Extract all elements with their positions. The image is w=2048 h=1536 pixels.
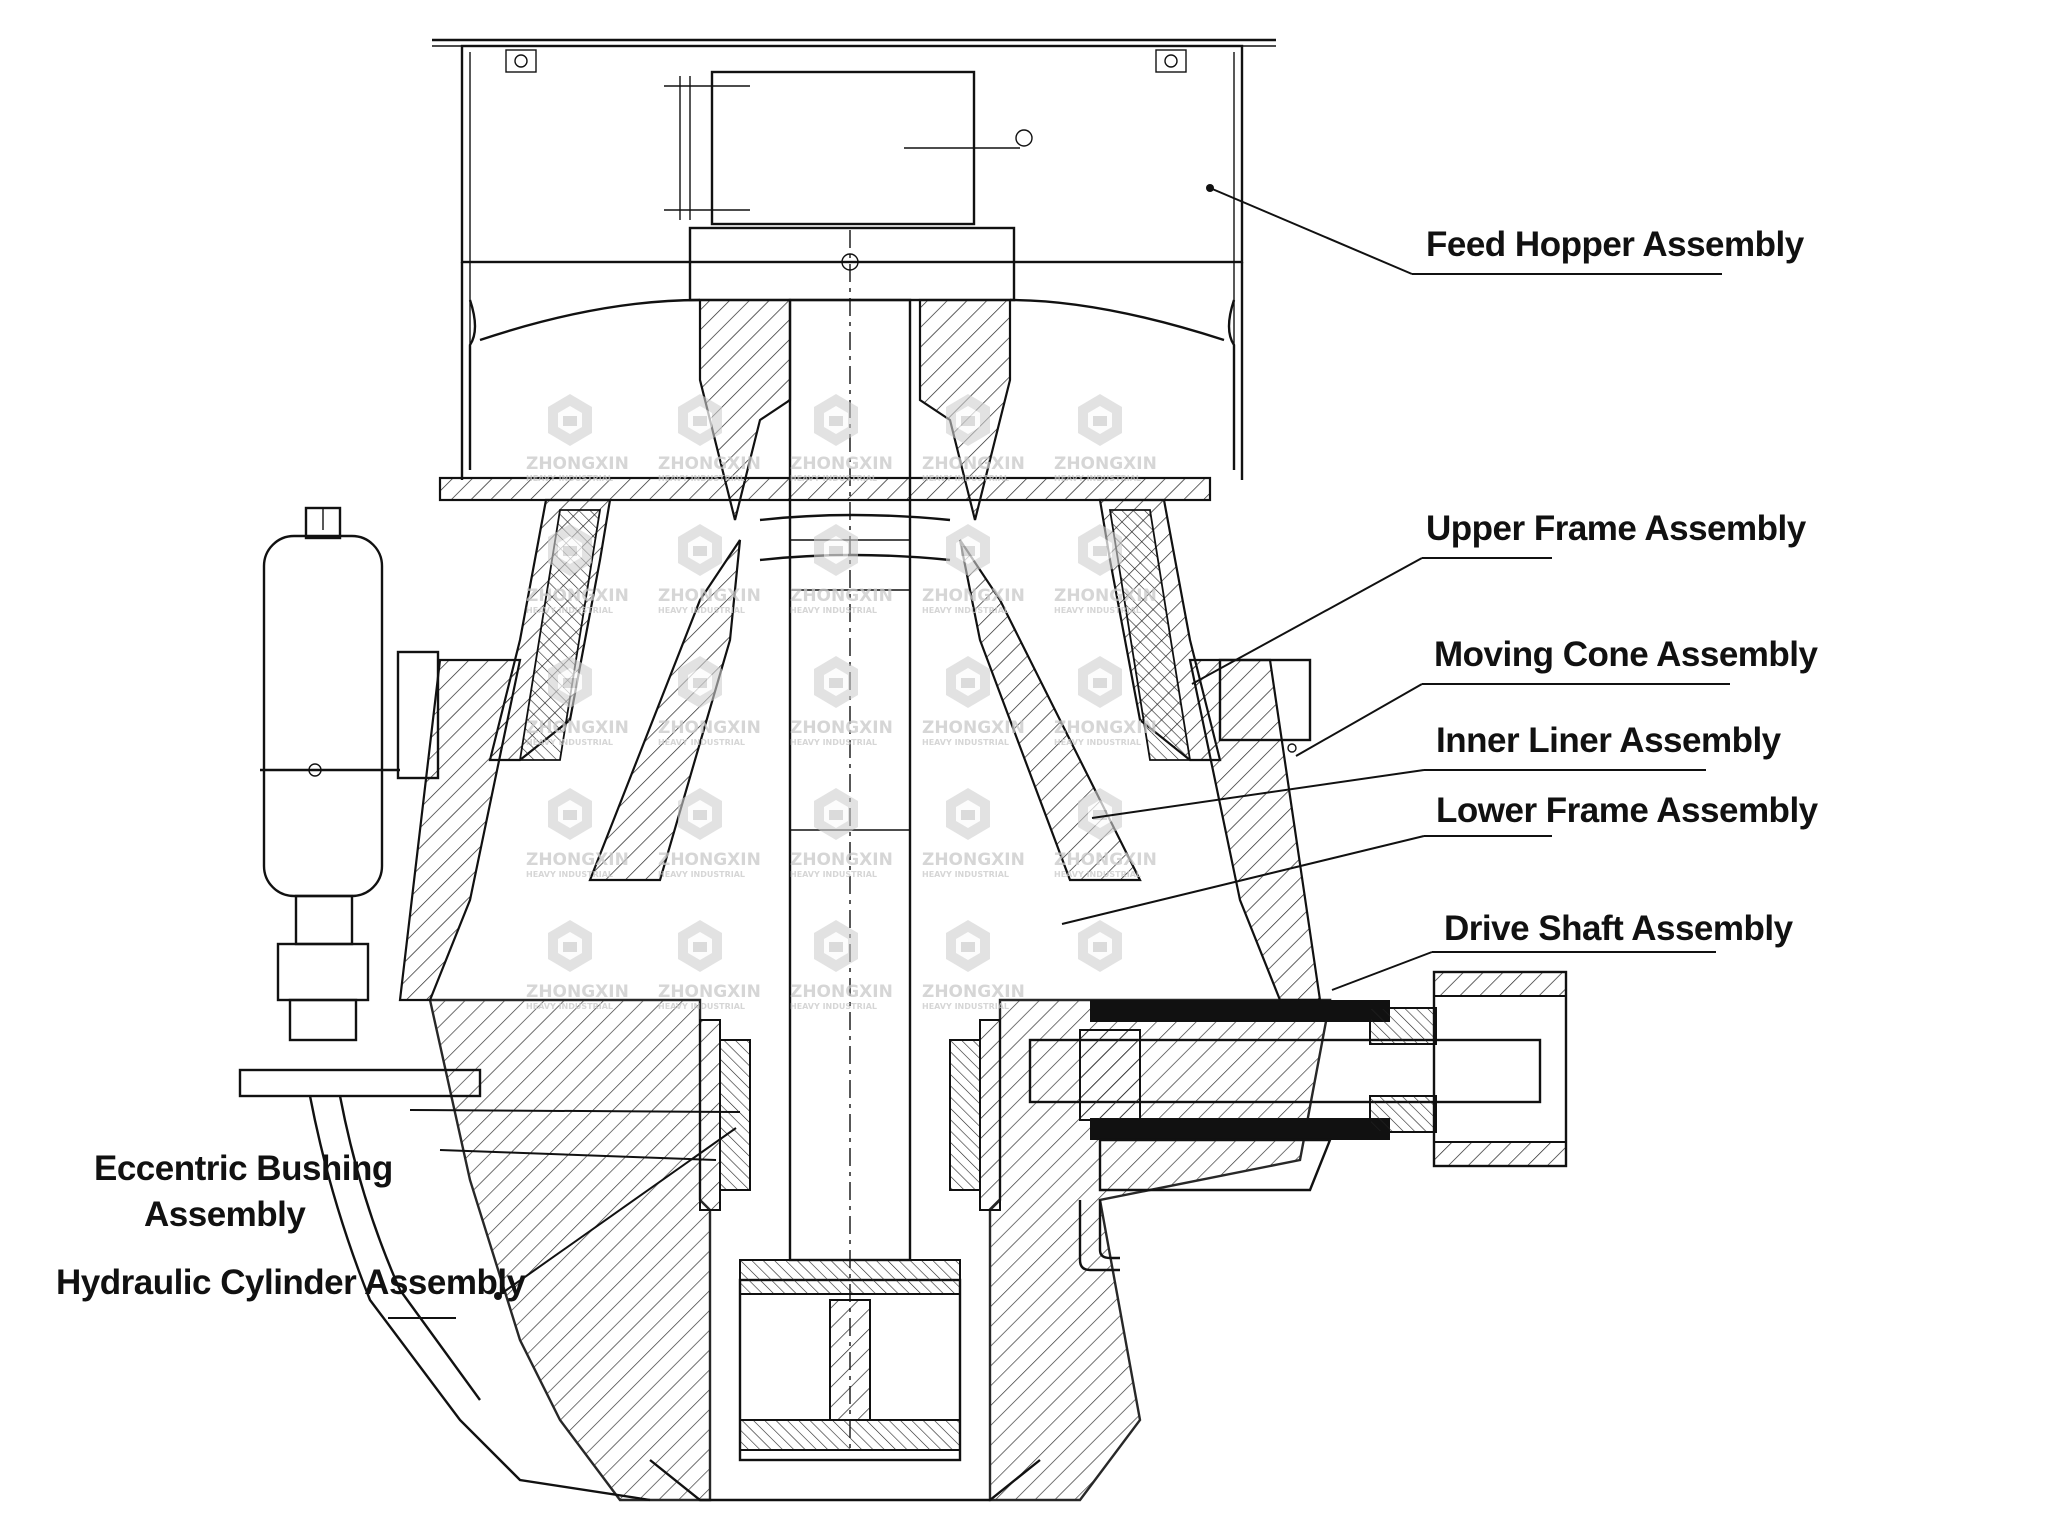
svg-text:HEAVY INDUSTRIAL: HEAVY INDUSTRIAL — [526, 738, 613, 747]
svg-text:HEAVY INDUSTRIAL: HEAVY INDUSTRIAL — [790, 738, 877, 747]
svg-text:ZHONGXIN: ZHONGXIN — [658, 982, 761, 1002]
svg-text:HEAVY INDUSTRIAL: HEAVY INDUSTRIAL — [1054, 606, 1141, 615]
svg-text:ZHONGXIN: ZHONGXIN — [922, 454, 1025, 474]
svg-text:HEAVY INDUSTRIAL: HEAVY INDUSTRIAL — [922, 870, 1009, 879]
watermark-text: ZHONGXIN ZHONGXIN ZHONGXIN ZHONGXIN ZHON… — [526, 454, 1157, 1011]
svg-text:HEAVY INDUSTRIAL: HEAVY INDUSTRIAL — [922, 1002, 1009, 1011]
label-lower-frame: Lower Frame Assembly — [1436, 791, 1819, 830]
svg-text:HEAVY INDUSTRIAL: HEAVY INDUSTRIAL — [526, 870, 613, 879]
leader-lines — [388, 184, 1730, 1319]
label-eccentric-bushing-line2: Assembly — [144, 1195, 306, 1234]
svg-text:ZHONGXIN: ZHONGXIN — [526, 454, 629, 474]
svg-text:ZHONGXIN: ZHONGXIN — [526, 586, 629, 606]
svg-text:HEAVY INDUSTRIAL: HEAVY INDUSTRIAL — [790, 870, 877, 879]
label-hydraulic-cylinder: Hydraulic Cylinder Assembly — [56, 1263, 527, 1302]
label-eccentric-bushing-line1: Eccentric Bushing — [94, 1149, 393, 1188]
svg-text:ZHONGXIN: ZHONGXIN — [790, 982, 893, 1002]
label-drive-shaft: Drive Shaft Assembly — [1444, 909, 1794, 948]
svg-text:ZHONGXIN: ZHONGXIN — [526, 718, 629, 738]
svg-text:HEAVY INDUSTRIAL: HEAVY INDUSTRIAL — [1054, 870, 1141, 879]
svg-text:HEAVY INDUSTRIAL: HEAVY INDUSTRIAL — [922, 606, 1009, 615]
svg-text:ZHONGXIN: ZHONGXIN — [1054, 586, 1157, 606]
svg-text:ZHONGXIN: ZHONGXIN — [1054, 454, 1157, 474]
svg-text:ZHONGXIN: ZHONGXIN — [658, 586, 761, 606]
svg-text:ZHONGXIN: ZHONGXIN — [658, 850, 761, 870]
svg-text:ZHONGXIN: ZHONGXIN — [1054, 850, 1157, 870]
svg-text:ZHONGXIN: ZHONGXIN — [922, 586, 1025, 606]
label-upper-frame: Upper Frame Assembly — [1426, 509, 1807, 548]
svg-text:HEAVY INDUSTRIAL: HEAVY INDUSTRIAL — [1054, 738, 1141, 747]
svg-text:ZHONGXIN: ZHONGXIN — [922, 982, 1025, 1002]
callout-labels: Feed Hopper Assembly Upper Frame Assembl… — [56, 225, 1819, 1302]
svg-text:HEAVY INDUSTRIAL: HEAVY INDUSTRIAL — [922, 474, 1009, 483]
svg-text:ZHONGXIN: ZHONGXIN — [526, 982, 629, 1002]
inner-liner — [518, 509, 1192, 761]
svg-text:ZHONGXIN: ZHONGXIN — [658, 454, 761, 474]
svg-text:ZHONGXIN: ZHONGXIN — [790, 718, 893, 738]
svg-text:ZHONGXIN: ZHONGXIN — [1054, 718, 1157, 738]
svg-text:HEAVY INDUSTRIAL: HEAVY INDUSTRIAL — [790, 474, 877, 483]
svg-text:HEAVY INDUSTRIAL: HEAVY INDUSTRIAL — [658, 1002, 745, 1011]
drive-shaft — [1028, 970, 1568, 1272]
lower-frame — [238, 998, 1332, 1502]
svg-text:HEAVY INDUSTRIAL: HEAVY INDUSTRIAL — [922, 738, 1009, 747]
svg-text:HEAVY INDUSTRIAL: HEAVY INDUSTRIAL — [526, 606, 613, 615]
svg-text:ZHONGXIN: ZHONGXIN — [790, 586, 893, 606]
svg-text:ZHONGXIN: ZHONGXIN — [922, 718, 1025, 738]
label-inner-liner: Inner Liner Assembly — [1436, 721, 1782, 760]
label-feed-hopper: Feed Hopper Assembly — [1426, 225, 1805, 264]
svg-text:HEAVY INDUSTRIAL: HEAVY INDUSTRIAL — [790, 1002, 877, 1011]
svg-text:ZHONGXIN: ZHONGXIN — [790, 454, 893, 474]
svg-text:HEAVY INDUSTRIAL: HEAVY INDUSTRIAL — [526, 474, 613, 483]
svg-text:ZHONGXIN: ZHONGXIN — [658, 718, 761, 738]
svg-text:HEAVY INDUSTRIAL: HEAVY INDUSTRIAL — [790, 606, 877, 615]
svg-text:HEAVY INDUSTRIAL: HEAVY INDUSTRIAL — [658, 474, 745, 483]
feed-hopper — [432, 38, 1276, 480]
svg-text:HEAVY INDUSTRIAL: HEAVY INDUSTRIAL — [1054, 474, 1141, 483]
svg-text:ZHONGXIN: ZHONGXIN — [526, 850, 629, 870]
accumulator — [260, 506, 440, 1042]
svg-text:HEAVY INDUSTRIAL: HEAVY INDUSTRIAL — [658, 606, 745, 615]
watermarks: ZHONGXIN ZHONGXIN ZHONGXIN ZHONGXIN ZHON… — [526, 394, 1157, 1011]
svg-text:ZHONGXIN: ZHONGXIN — [922, 850, 1025, 870]
svg-text:ZHONGXIN: ZHONGXIN — [790, 850, 893, 870]
label-moving-cone: Moving Cone Assembly — [1434, 635, 1819, 674]
svg-text:HEAVY INDUSTRIAL: HEAVY INDUSTRIAL — [658, 870, 745, 879]
svg-text:HEAVY INDUSTRIAL: HEAVY INDUSTRIAL — [658, 738, 745, 747]
svg-text:HEAVY INDUSTRIAL: HEAVY INDUSTRIAL — [526, 1002, 613, 1011]
